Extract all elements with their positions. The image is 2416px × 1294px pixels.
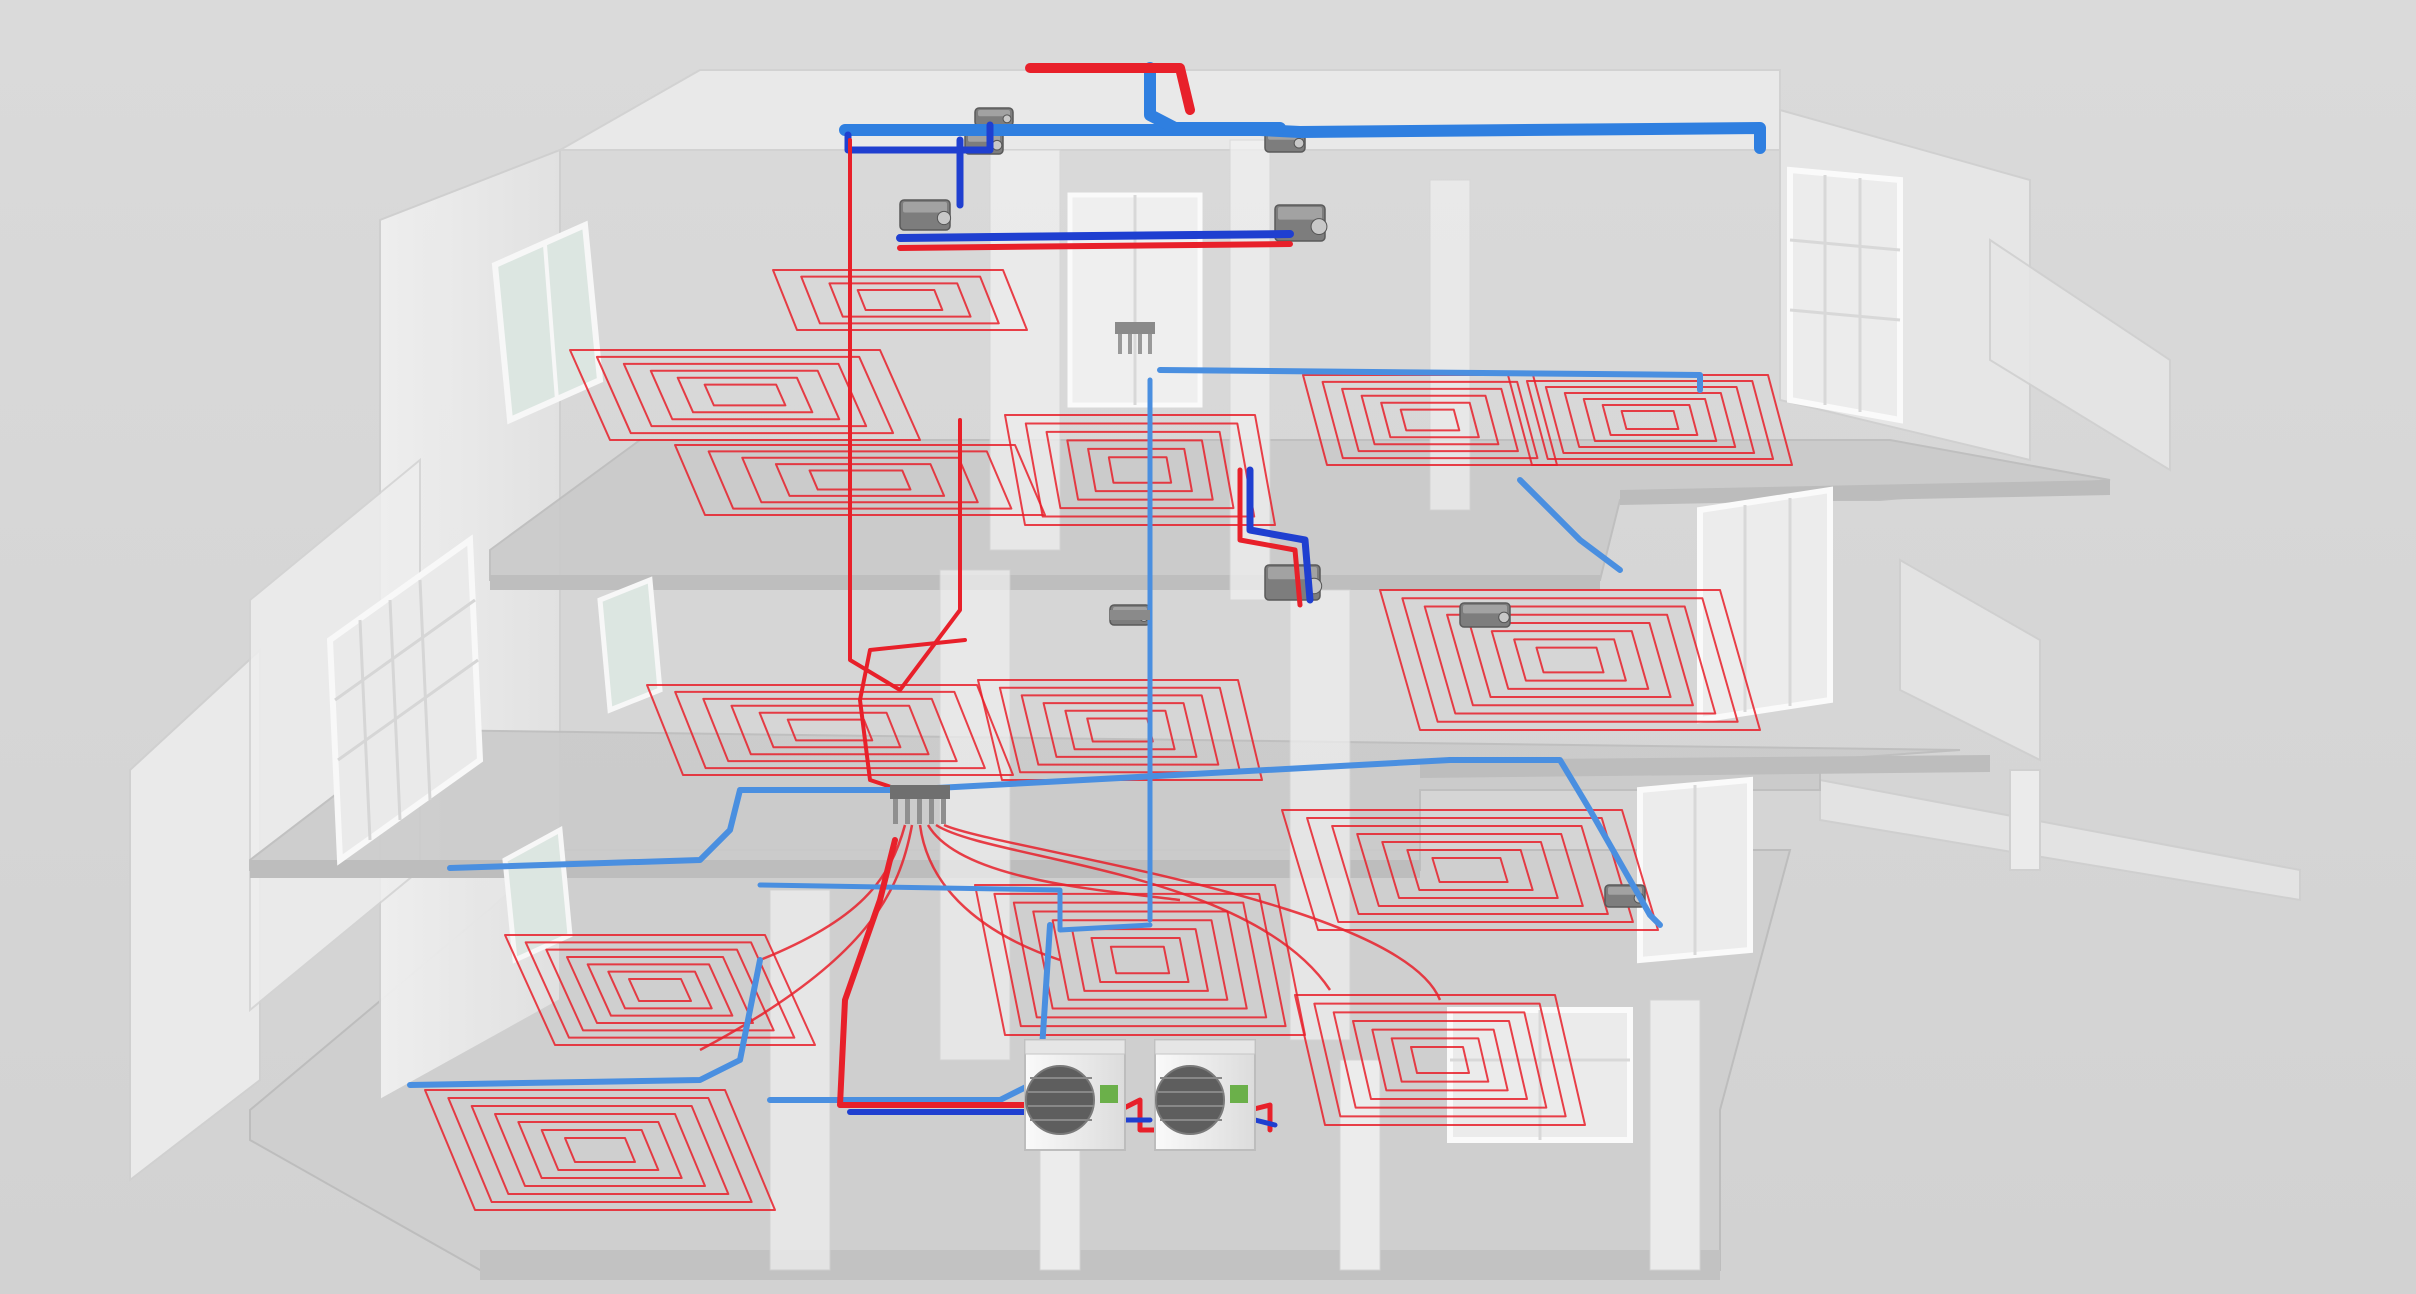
hot-riser-left (848, 138, 962, 692)
manifold-top-floor (1115, 322, 1155, 354)
cold-branch-upper-units (896, 230, 1294, 242)
hot-main-to-outdoor-units (837, 837, 1033, 1108)
manifold-feed-line-6 (943, 823, 1442, 1001)
manifold-feed-line-2 (699, 824, 914, 1052)
outdoor-unit-link-cold (1122, 1117, 1278, 1128)
right-lower-wing-wall (1899, 558, 2041, 762)
cold-run-lower-left (407, 957, 763, 1088)
loop-top-back (772, 269, 1028, 331)
cold-run-middle-right (1447, 757, 1663, 928)
manifold-feed-line-1 (759, 824, 907, 962)
partition-wall-3 (1429, 179, 1471, 511)
manifold-middle-floor-2 (1110, 610, 1150, 620)
unit-fan-icon (1310, 218, 1328, 236)
cold-header-top (839, 122, 1766, 154)
unit-fan-icon (1293, 137, 1305, 149)
french-door-ground-front (1447, 1007, 1633, 1143)
loop-top-left (569, 349, 921, 441)
cold-riser-top (1144, 62, 1286, 134)
indoor-unit-mid-1 (1264, 564, 1323, 601)
hot-riser-right (1237, 467, 1303, 608)
brand-logo-icon (1100, 1085, 1118, 1103)
right-annex-wall (2009, 769, 2041, 871)
refrigerant-and-water-pipes (407, 62, 1766, 1133)
middle-floor-slab-edge (250, 860, 1420, 878)
loop-mid-right-lower (1281, 809, 1659, 931)
indoor-unit-mid-2 (1459, 602, 1511, 628)
indoor-unit-top-1 (974, 107, 1014, 127)
underfloor-heating-loops (424, 269, 1793, 1211)
windows (326, 166, 1903, 1143)
double-door-top-back (1067, 192, 1203, 408)
hot-riser-left-lower (858, 638, 967, 792)
hot-branch-upper-units (897, 241, 1293, 251)
brand-logo-icon (1230, 1085, 1248, 1103)
cold-riser-right (1246, 466, 1314, 604)
partition-wall-6 (769, 889, 831, 1271)
unit-fan-icon (1498, 611, 1510, 624)
unit-fan-icon (991, 139, 1003, 151)
cold-run-middle-mid (757, 882, 1153, 933)
right-annex (1819, 778, 2301, 902)
top-floor-slab-edge (490, 575, 1600, 590)
french-door-left-wing (326, 534, 484, 866)
outdoor-heat-pump-units (1024, 1039, 1256, 1151)
window-left-middle (597, 576, 663, 714)
manifold-feed-line-3 (918, 824, 1061, 962)
outdoor-unit-left (1024, 1039, 1126, 1151)
ground-floor-slab-front-edge (480, 1250, 1720, 1280)
left-wing-wall (129, 647, 261, 1183)
manifolds (890, 322, 1155, 824)
french-door-right-top (1787, 166, 1903, 424)
cold-run-middle-left (447, 757, 1453, 871)
unit-fan-icon (936, 210, 952, 226)
fan-grille-icon (1025, 1065, 1095, 1135)
loop-top-right-2 (1507, 374, 1793, 466)
right-wing-wall (1989, 238, 2171, 472)
loop-ground-right (1294, 994, 1586, 1126)
indoor-unit-top-4 (899, 199, 952, 231)
window-left-top (491, 220, 604, 425)
cold-return-top-floor (1157, 367, 1703, 393)
cold-return-top-floor-2 (1517, 477, 1623, 573)
manifold-feed-line-4 (926, 824, 1181, 902)
french-door-right-lower (1637, 776, 1753, 964)
cold-run-lower-central (767, 922, 1053, 1103)
loop-mid-left (646, 684, 1014, 776)
fan-grille-icon (1155, 1065, 1225, 1135)
loop-ground-left-2 (424, 1089, 776, 1211)
loop-ground-left-1 (504, 934, 816, 1046)
manifold-feed-line-5 (935, 823, 1332, 991)
loop-mid-right (1379, 589, 1761, 731)
back-wall-top (556, 69, 1781, 151)
french-door-right-middle (1697, 486, 1833, 724)
partition-wall-1 (989, 149, 1061, 551)
building-shell (129, 69, 2301, 1280)
partition-wall-8 (1339, 1059, 1381, 1271)
partition-wall-9 (1649, 999, 1701, 1271)
hot-riser-top (1025, 63, 1195, 115)
partition-wall-5 (1289, 589, 1351, 1041)
manifold-middle-floor (890, 785, 950, 824)
partition-wall-4 (939, 569, 1011, 1061)
outdoor-unit-right (1154, 1039, 1256, 1151)
loop-top-center (1004, 414, 1276, 526)
loop-top-left-front (674, 444, 1046, 516)
top-floor-slab-right-edge (1620, 480, 2110, 505)
unit-fan-icon (1002, 114, 1012, 124)
